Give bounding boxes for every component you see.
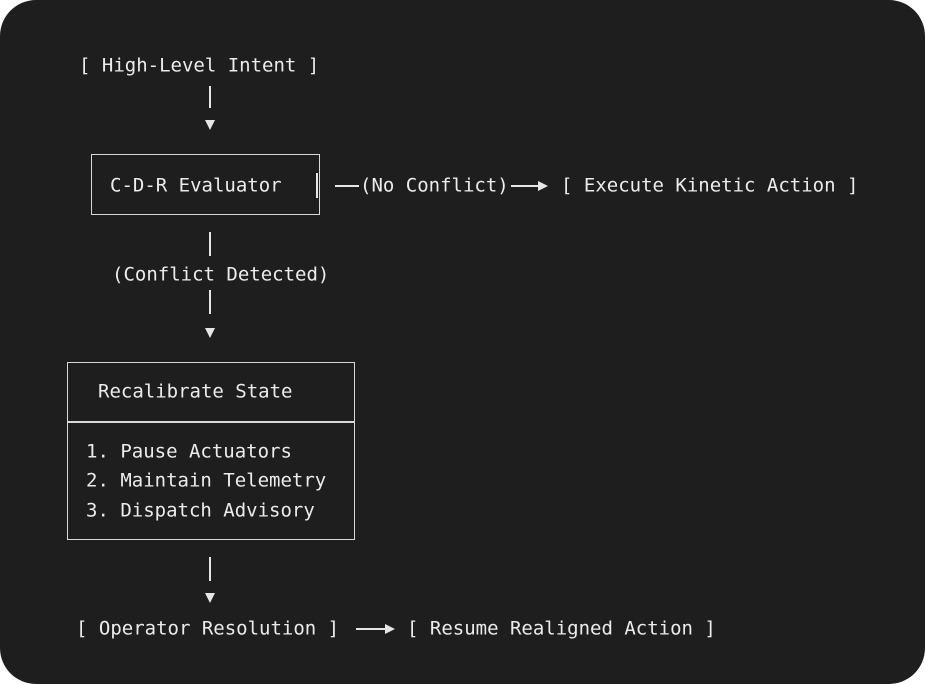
arrow-down-icon xyxy=(205,120,215,130)
recalibrate-step: 2. Maintain Telemetry xyxy=(86,469,327,492)
recalibrate-box xyxy=(67,362,355,540)
operator-node-label: [ Operator Resolution ] xyxy=(76,617,340,640)
evaluator-box-side xyxy=(316,173,318,198)
recalibrate-title: Recalibrate State xyxy=(98,380,293,403)
recalibrate-box-divider xyxy=(67,421,355,423)
connector-operator-to-resume xyxy=(356,628,386,630)
arrow-down-icon xyxy=(205,593,215,603)
connector-no-conflict-right xyxy=(511,185,539,187)
connector-evaluator-down-2 xyxy=(209,290,211,314)
arrow-down-icon xyxy=(205,328,215,338)
connector-no-conflict-left xyxy=(335,185,359,187)
intent-node-label: [ High-Level Intent ] xyxy=(79,54,320,77)
connector-evaluator-down-1 xyxy=(209,232,211,256)
connector-intent-to-evaluator xyxy=(209,86,211,108)
evaluator-label: C-D-R Evaluator xyxy=(110,174,282,197)
recalibrate-step: 3. Dispatch Advisory xyxy=(86,499,315,522)
resume-node-label: [ Resume Realigned Action ] xyxy=(407,617,716,640)
no-conflict-label: (No Conflict) xyxy=(360,174,509,197)
connector-recalibrate-to-operator xyxy=(209,557,211,581)
arrow-right-icon xyxy=(385,624,395,634)
arrow-right-icon xyxy=(538,181,548,191)
recalibrate-step: 1. Pause Actuators xyxy=(86,440,292,463)
evaluator-box xyxy=(91,154,320,215)
execute-node-label: [ Execute Kinetic Action ] xyxy=(561,174,859,197)
conflict-detected-label: (Conflict Detected) xyxy=(112,263,330,286)
